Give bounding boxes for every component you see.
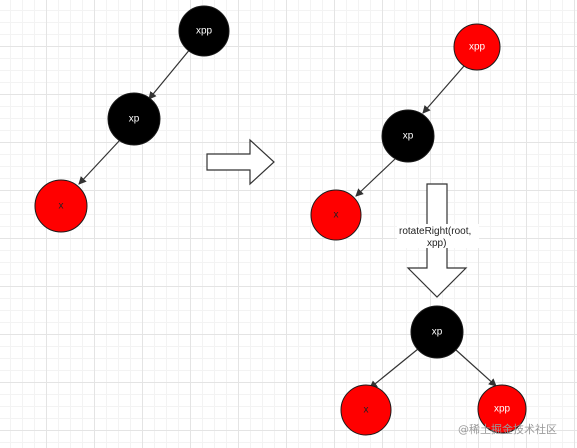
node-label-x: x — [364, 405, 369, 416]
node-x: x — [34, 179, 88, 233]
node-xpp: xpp — [477, 384, 527, 434]
node-label-xpp: xpp — [196, 26, 213, 37]
watermark: @稀土掘金技术社区 — [458, 422, 557, 436]
node-x: x — [310, 189, 362, 241]
node-x: x — [340, 384, 392, 436]
tree-recolored: xpp xp x — [310, 23, 501, 241]
tree-before: xpp xp x — [34, 5, 230, 233]
node-xpp: xpp — [453, 23, 501, 71]
edge-xp-to-x — [355, 158, 396, 197]
edge-xpp-to-xp — [422, 65, 465, 114]
tree-rotated: xp x xpp — [340, 305, 527, 436]
edge-xpp-to-xp — [148, 47, 192, 100]
node-xp: xp — [381, 109, 435, 163]
operation-label-line1: rotateRight(root, — [399, 226, 471, 237]
node-label-xpp: xpp — [494, 404, 511, 415]
node-label-x: x — [59, 201, 64, 212]
transition-arrow-right — [206, 138, 275, 186]
edge-xp-to-x — [78, 139, 121, 185]
node-xp: xp — [107, 92, 161, 146]
node-label-x: x — [334, 210, 339, 221]
node-xpp: xpp — [178, 5, 230, 57]
edge-xp-to-x — [369, 348, 419, 389]
node-xp: xp — [410, 305, 464, 359]
node-label-xpp: xpp — [469, 42, 486, 53]
operation-label-bg — [397, 224, 479, 248]
node-label-xp: xp — [432, 327, 443, 338]
operation-label-line2: xpp) — [427, 238, 446, 249]
node-label-xp: xp — [129, 114, 140, 125]
node-label-xp: xp — [403, 131, 414, 142]
edge-xp-to-xpp — [455, 349, 497, 387]
